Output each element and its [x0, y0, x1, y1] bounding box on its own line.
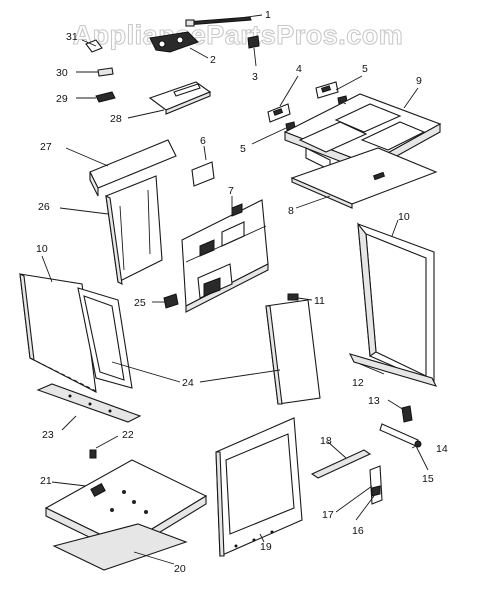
- callout-22: 22: [122, 429, 134, 441]
- part-14-rod[interactable]: [379, 423, 422, 448]
- callout-27: 27: [40, 141, 52, 153]
- part-11-screw[interactable]: [287, 293, 299, 301]
- part-23-rail[interactable]: [36, 383, 142, 423]
- callout-14: 14: [436, 443, 448, 455]
- part-10-door-frame-right[interactable]: [357, 222, 435, 385]
- callout-18: 18: [320, 435, 332, 447]
- callout-30: 30: [56, 67, 68, 79]
- callout-28: 28: [110, 113, 122, 125]
- part-4-switch[interactable]: [267, 103, 291, 123]
- part-24-door-panel-center[interactable]: [265, 299, 321, 405]
- callout-2: 2: [210, 54, 216, 66]
- part-12-rail[interactable]: [348, 353, 438, 387]
- callout-21: 21: [40, 475, 52, 487]
- callout-10a: 10: [36, 243, 48, 255]
- callout-23: 23: [42, 429, 54, 441]
- callout-26: 26: [38, 201, 50, 213]
- callout-5b: 5: [240, 143, 246, 155]
- callout-9: 9: [416, 75, 422, 87]
- callout-17: 17: [322, 509, 334, 521]
- part-27-panel[interactable]: [89, 139, 177, 197]
- watermark: AppliancePartsPros.com: [73, 20, 404, 50]
- part-19-front-frame[interactable]: [215, 417, 303, 557]
- part-4b-switch[interactable]: [315, 81, 339, 99]
- callout-1: 1: [265, 9, 271, 21]
- callout-31: 31: [66, 31, 78, 43]
- callout-29: 29: [56, 93, 68, 105]
- part-25-connector[interactable]: [163, 293, 179, 309]
- part-24-door-panel-left[interactable]: [77, 287, 133, 389]
- callout-11: 11: [314, 295, 325, 307]
- part-26-side-panel[interactable]: [105, 175, 163, 285]
- callout-4: 4: [296, 63, 302, 75]
- callout-numbers: 1 2 3 31 30 29 28 4 5 9 5 27 6 7 8 26 10…: [36, 9, 448, 575]
- part-28-tray[interactable]: [148, 81, 212, 115]
- callout-19: 19: [260, 541, 272, 553]
- callout-6: 6: [200, 135, 206, 147]
- callout-5a: 5: [362, 63, 368, 75]
- callout-12: 12: [352, 377, 364, 389]
- callout-15: 15: [422, 473, 434, 485]
- callout-10b: 10: [398, 211, 410, 223]
- part-16-latch[interactable]: [369, 465, 383, 505]
- part-6-label[interactable]: [191, 161, 215, 187]
- callout-16: 16: [352, 525, 364, 537]
- callout-24: 24: [182, 377, 194, 389]
- part-20-bottom-plate[interactable]: [52, 523, 188, 571]
- part-18-bracket[interactable]: [310, 449, 372, 479]
- part-8-drip-pan[interactable]: [290, 147, 438, 209]
- part-22-screw[interactable]: [89, 449, 97, 459]
- callout-20: 20: [174, 563, 186, 575]
- part-13-clip[interactable]: [401, 405, 413, 423]
- part-2-bracket[interactable]: [149, 31, 199, 53]
- callout-7: 7: [228, 185, 234, 197]
- part-10-door-left[interactable]: [19, 273, 99, 393]
- part-3-clip[interactable]: [247, 35, 260, 49]
- part-30-plate[interactable]: [97, 67, 114, 77]
- part-7-back-panel[interactable]: [181, 199, 269, 313]
- callout-3: 3: [252, 71, 258, 83]
- callout-25: 25: [134, 297, 146, 309]
- callout-8: 8: [288, 205, 294, 217]
- part-29-hinge[interactable]: [95, 91, 116, 103]
- callout-13: 13: [368, 395, 380, 407]
- leader-lines: [41, 14, 429, 565]
